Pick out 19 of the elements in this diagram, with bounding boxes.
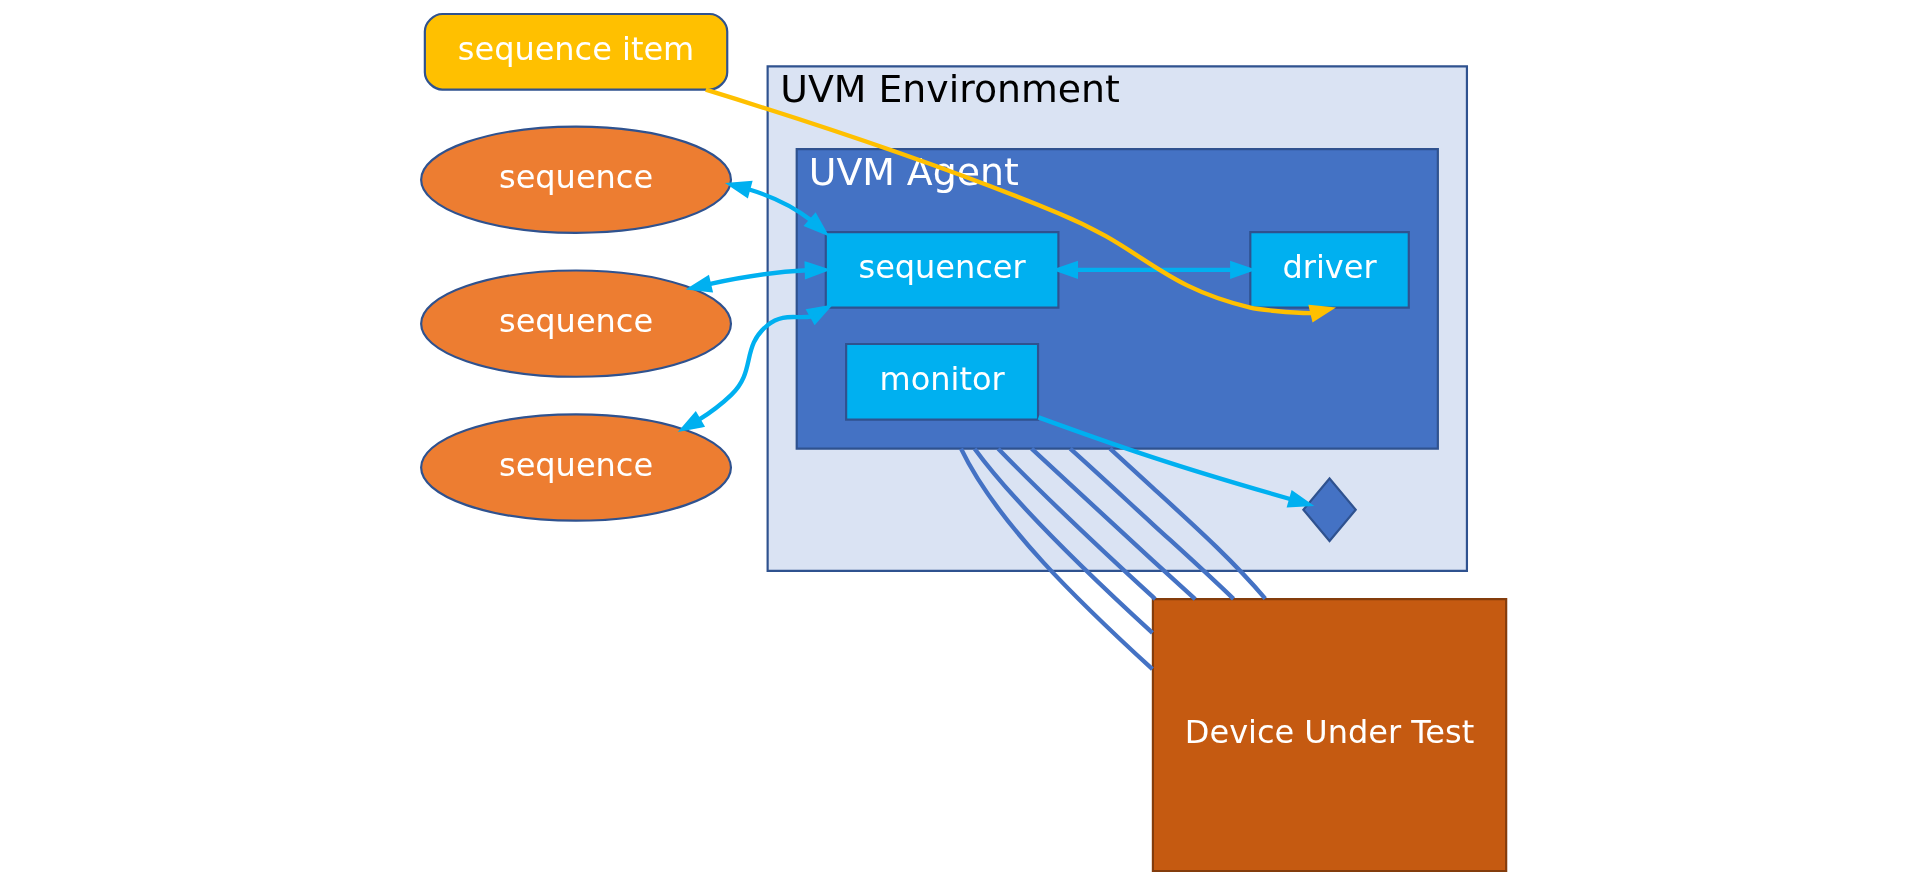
node-ellipse: sequence — [419, 125, 732, 234]
node-box: Device Under Test — [1151, 598, 1507, 873]
connector — [958, 447, 1154, 671]
arrow — [704, 87, 1336, 323]
node-box: monitor — [844, 342, 1039, 421]
connector — [1108, 447, 1267, 601]
node-ellipse: sequence — [419, 413, 732, 522]
node-box: sequencer — [824, 230, 1059, 309]
connector — [972, 447, 1154, 635]
connector — [996, 447, 1157, 601]
arrow — [677, 304, 833, 433]
connector — [1029, 447, 1197, 601]
node-box: driver — [1248, 230, 1410, 309]
node-diamond — [1301, 476, 1357, 543]
node-ellipse: sequence — [419, 269, 732, 378]
connector — [1068, 447, 1235, 601]
arrow — [1037, 415, 1314, 508]
node-box: sequence item — [423, 12, 728, 91]
arrow — [724, 180, 829, 237]
